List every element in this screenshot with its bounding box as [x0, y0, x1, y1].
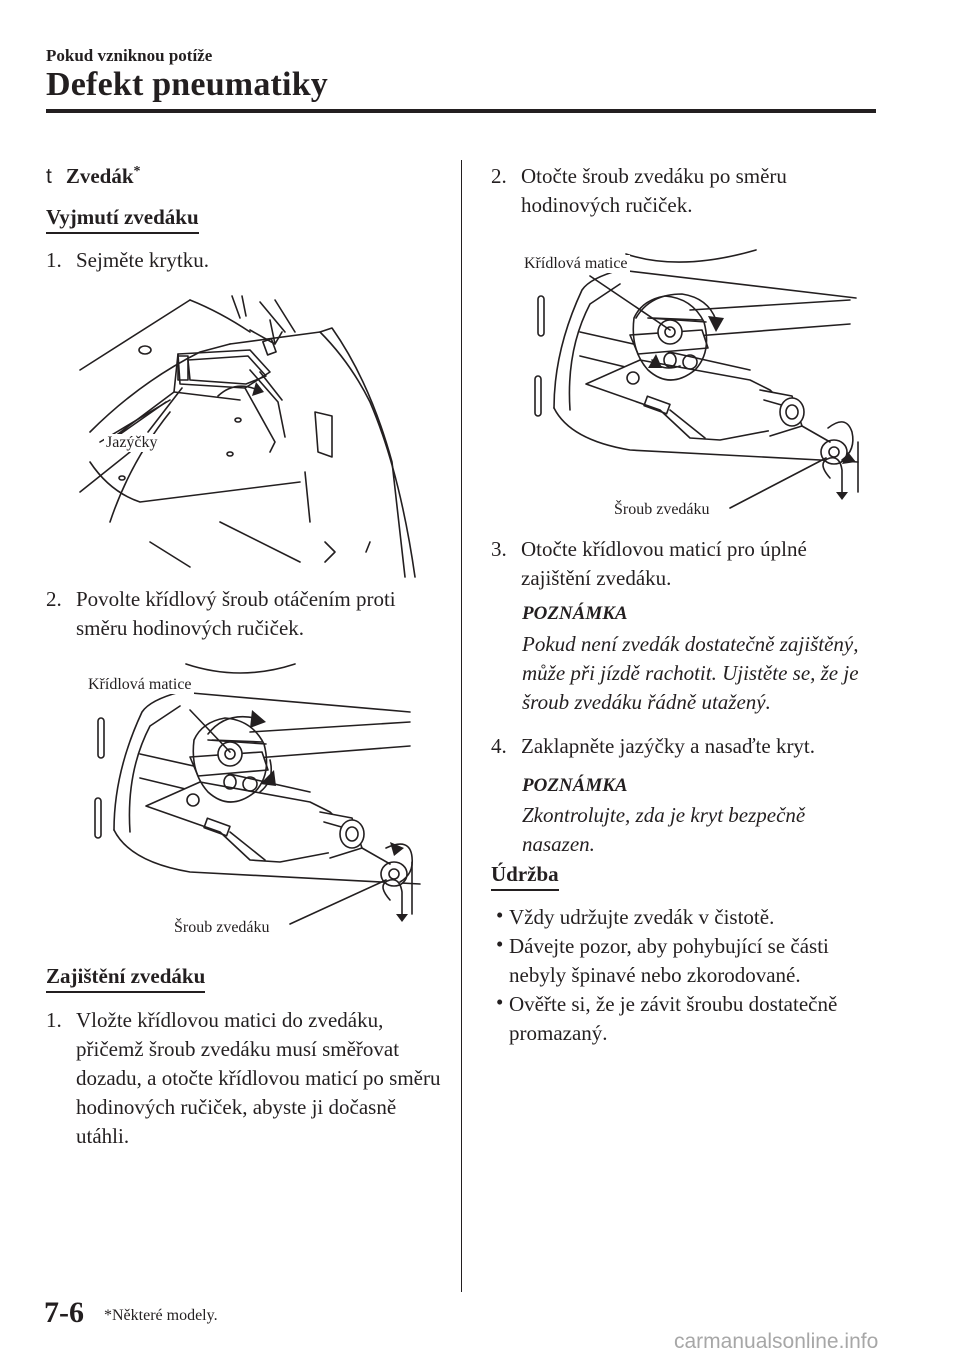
column-divider	[461, 160, 462, 1292]
note-text: Pokud není zvedák dostatečně zajištěný, …	[522, 632, 859, 714]
figure-jack-loosen: Křídlová matice Šroub zvedáku	[86, 652, 421, 942]
step-text: Otočte šroub zvedáku po směru hodinových…	[521, 164, 787, 217]
maintenance-item: • Vždy udržujte zvedák v čistotě.	[496, 903, 876, 932]
title-rule	[46, 109, 876, 113]
securing-step-4: 4. Zaklapněte jazýčky a nasaďte kryt.	[491, 732, 891, 761]
label-wing-nut: Křídlová matice	[522, 255, 630, 273]
removal-step-2: 2. Povolte křídlový šroub otáčením proti…	[46, 585, 446, 643]
step-text: Vložte křídlovou matici do zvedáku, přič…	[76, 1008, 441, 1148]
removal-heading: Vyjmutí zvedáku	[46, 205, 199, 234]
securing-step-1: 1. Vložte křídlovou matici do zvedáku, p…	[46, 1006, 446, 1151]
step-text: Zaklapněte jazýčky a nasaďte kryt.	[521, 734, 816, 758]
footnote: *Některé modely.	[104, 1307, 218, 1324]
step-number: 1.	[46, 1008, 62, 1032]
step-number: 4.	[491, 734, 507, 758]
note-title: POZNÁMKA	[522, 603, 628, 624]
securing-step-2: 2. Otočte šroub zvedáku po směru hodinov…	[491, 162, 891, 220]
step-text: Sejměte krytku.	[76, 248, 209, 272]
watermark: carmanualsonline.info	[674, 1330, 879, 1353]
label-wing-nut: Křídlová matice	[86, 676, 194, 694]
maintenance-heading: Údržba	[491, 862, 559, 891]
section-header: Pokud vzniknou potíže	[46, 46, 213, 65]
page-title: Defekt pneumatiky	[46, 66, 329, 103]
note-title: POZNÁMKA	[522, 775, 628, 796]
securing-step-3: 3. Otočte křídlovou maticí pro úplné zaj…	[491, 535, 871, 593]
removal-step-1: 1. Sejměte krytku.	[46, 246, 436, 275]
step-number: 2.	[46, 587, 62, 611]
step-number: 1.	[46, 248, 62, 272]
note-text: Zkontrolujte, zda je kryt bezpečně nasaz…	[522, 803, 806, 856]
step-number: 3.	[491, 537, 507, 561]
figure-jack-tighten: Křídlová matice Šroub zvedáku	[522, 236, 860, 526]
bullet-dot: •	[496, 932, 504, 956]
topic-bullet: t	[46, 165, 52, 188]
step-number: 2.	[491, 164, 507, 188]
securing-heading: Zajištění zvedáku	[46, 964, 206, 993]
bullet-dot: •	[496, 903, 504, 927]
figure-trunk-cover: Jazýčky	[70, 292, 432, 582]
topic-name: Zvedák	[65, 164, 134, 188]
bullet-dot: •	[496, 990, 504, 1014]
item-text: Vždy udržujte zvedák v čistotě.	[509, 905, 775, 929]
maintenance-item: • Ověřte si, že je závit šroubu dostateč…	[496, 990, 876, 1048]
topic-heading: t Zvedák*	[46, 164, 141, 189]
step-text: Povolte křídlový šroub otáčením proti sm…	[76, 587, 396, 640]
topic-footnote-marker: *	[133, 164, 141, 179]
item-text: Dávejte pozor, aby pohybující se části n…	[509, 934, 829, 987]
step-text: Otočte křídlovou maticí pro úplné zajišt…	[521, 537, 807, 590]
label-jack-screw: Šroub zvedáku	[612, 501, 712, 519]
maintenance-item: • Dávejte pozor, aby pohybující se části…	[496, 932, 876, 990]
jack-loosen-illustration	[94, 663, 421, 925]
jack-tighten-illustration	[534, 249, 859, 509]
label-jack-screw: Šroub zvedáku	[172, 919, 272, 937]
item-text: Ověřte si, že je závit šroubu dostatečně…	[509, 992, 838, 1045]
label-tabs: Jazýčky	[104, 434, 160, 452]
page-number: 7-6	[44, 1296, 84, 1329]
